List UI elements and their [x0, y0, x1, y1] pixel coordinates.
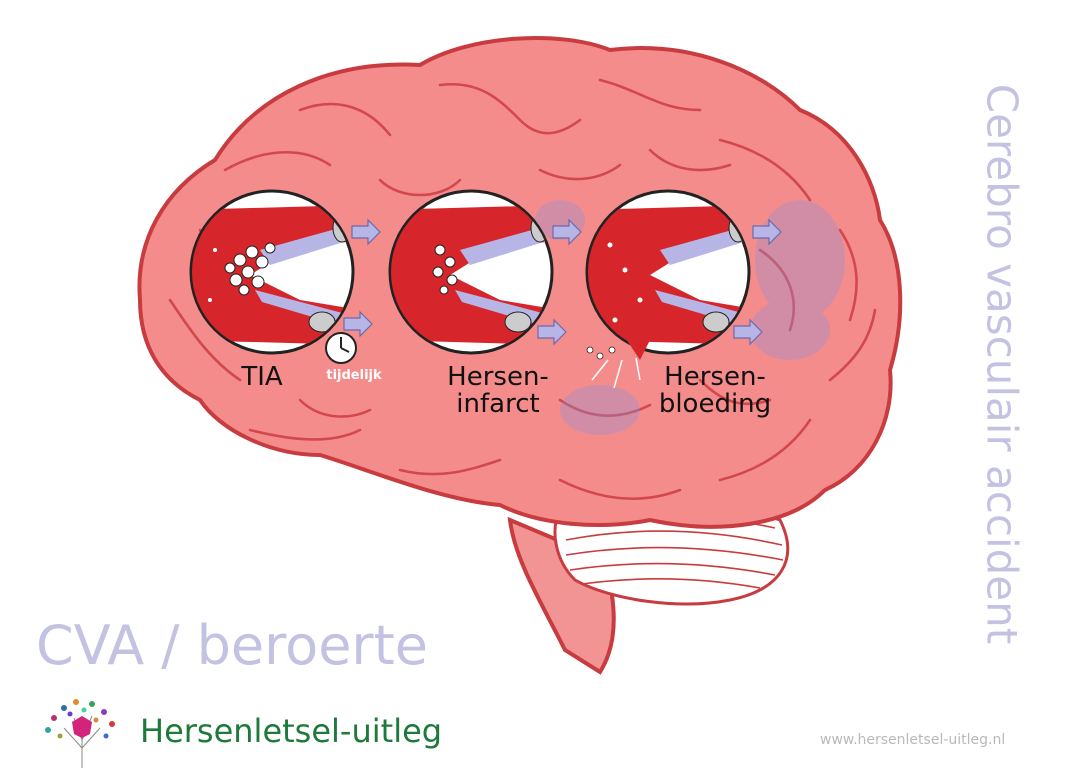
stage-label-infarct: Hersen- infarct	[428, 364, 568, 418]
stage-label-infarct-line1: Hersen-	[428, 364, 568, 391]
brain-tree-logo-icon	[34, 688, 130, 770]
stage-label-bleed-line2: bloeding	[640, 391, 790, 418]
stage-label-tia: TIA	[232, 364, 292, 391]
stage-label-infarct-line2: infarct	[428, 391, 568, 418]
timer-label: tijdelijk	[316, 368, 392, 383]
vertical-title: Cerebro vasculair accident	[978, 84, 1027, 644]
stage-label-bleed: Hersen- bloeding	[640, 364, 790, 418]
stage-label-bleed-line1: Hersen-	[640, 364, 790, 391]
brand-name: Hersenletsel-uitleg	[140, 712, 442, 750]
site-url: www.hersenletsel-uitleg.nl	[820, 732, 1005, 748]
clock-icon	[326, 333, 356, 363]
main-title: CVA / beroerte	[36, 616, 428, 676]
